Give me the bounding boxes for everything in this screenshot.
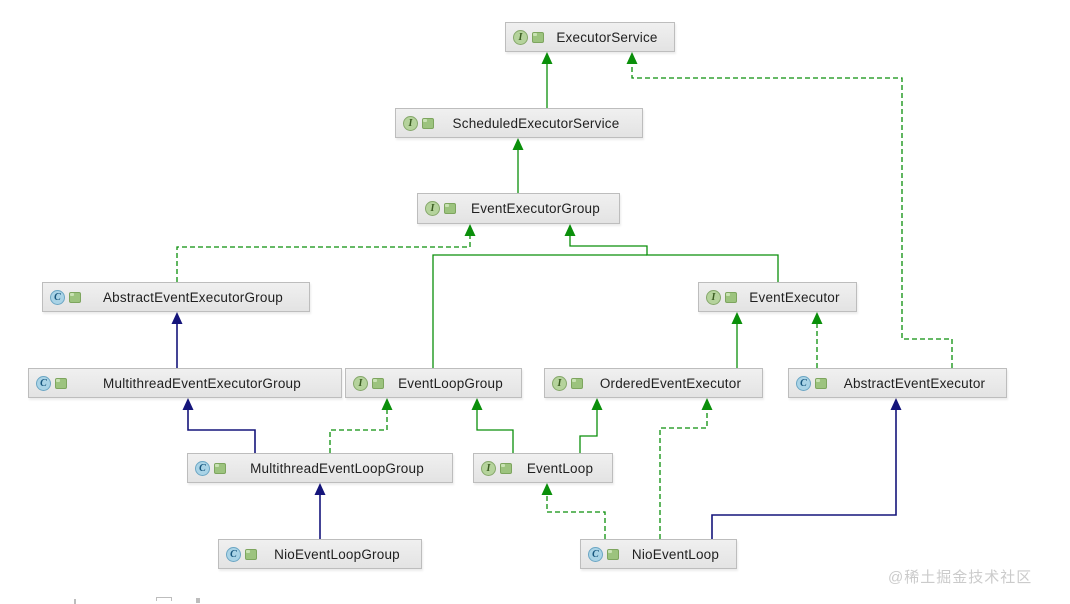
node-label: MultithreadEventLoopGroup xyxy=(250,460,424,476)
node-label: NioEventLoopGroup xyxy=(274,546,400,562)
node-multithread-event-executor-group[interactable]: C MultithreadEventExecutorGroup xyxy=(28,368,342,398)
visibility-icon xyxy=(725,291,737,303)
cutoff-text-fragment xyxy=(74,599,76,604)
interface-icon: I xyxy=(425,201,440,216)
interface-icon: I xyxy=(513,29,528,45)
class-icon: C xyxy=(796,375,811,391)
visibility-icon xyxy=(607,548,619,560)
node-label: ExecutorService xyxy=(556,29,658,45)
node-label: EventExecutorGroup xyxy=(471,201,600,216)
node-label: EventExecutor xyxy=(749,289,840,305)
interface-icon: I xyxy=(403,115,418,131)
node-nio-event-loop-group[interactable]: C NioEventLoopGroup xyxy=(218,539,422,569)
node-executor-service[interactable]: I ExecutorService xyxy=(505,22,675,52)
interface-icon: I xyxy=(353,375,368,391)
class-icon: C xyxy=(36,375,51,391)
node-abstract-event-executor[interactable]: C AbstractEventExecutor xyxy=(788,368,1007,398)
visibility-icon xyxy=(55,377,67,389)
visibility-icon xyxy=(532,31,544,43)
visibility-icon xyxy=(372,377,384,389)
node-label: AbstractEventExecutor xyxy=(843,375,986,391)
visibility-icon xyxy=(500,462,512,474)
cutoff-text-fragment xyxy=(196,598,200,603)
node-label: NioEventLoop xyxy=(631,546,720,562)
node-ordered-event-executor[interactable]: I OrderedEventExecutor xyxy=(544,368,763,398)
visibility-icon xyxy=(245,548,257,560)
visibility-icon xyxy=(444,203,456,214)
node-multithread-event-loop-group[interactable]: C MultithreadEventLoopGroup xyxy=(187,453,453,483)
node-label: AbstractEventExecutorGroup xyxy=(102,289,284,305)
watermark: @稀土掘金技术社区 xyxy=(888,569,1033,586)
visibility-icon xyxy=(571,377,583,389)
node-event-executor-group[interactable]: I EventExecutorGroup xyxy=(417,193,620,224)
node-event-loop[interactable]: I EventLoop xyxy=(473,453,613,483)
class-icon: C xyxy=(195,460,210,476)
cutoff-text-fragment xyxy=(156,597,172,601)
node-event-loop-group[interactable]: I EventLoopGroup xyxy=(345,368,522,398)
class-icon: C xyxy=(226,546,241,562)
interface-icon: I xyxy=(706,289,721,305)
node-label: ScheduledExecutorService xyxy=(452,115,620,131)
class-icon: C xyxy=(588,546,603,562)
node-label: OrderedEventExecutor xyxy=(599,375,742,391)
visibility-icon xyxy=(69,291,81,303)
node-label: MultithreadEventExecutorGroup xyxy=(103,375,301,391)
node-label: EventLoop xyxy=(526,460,594,476)
node-label: EventLoopGroup xyxy=(398,375,503,391)
visibility-icon xyxy=(214,462,226,474)
interface-icon: I xyxy=(552,375,567,391)
visibility-icon xyxy=(815,377,827,389)
node-abstract-event-executor-group[interactable]: C AbstractEventExecutorGroup xyxy=(42,282,310,312)
class-icon: C xyxy=(50,289,65,305)
node-event-executor[interactable]: I EventExecutor xyxy=(698,282,857,312)
visibility-icon xyxy=(422,117,434,129)
interface-icon: I xyxy=(481,460,496,476)
node-scheduled-executor-service[interactable]: I ScheduledExecutorService xyxy=(395,108,643,138)
node-nio-event-loop[interactable]: C NioEventLoop xyxy=(580,539,737,569)
